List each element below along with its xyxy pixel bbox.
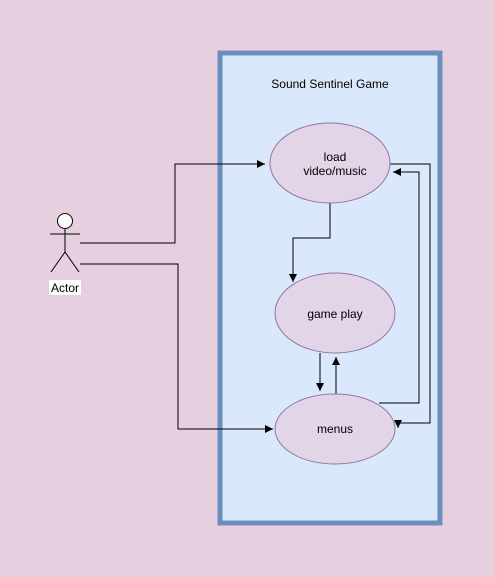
actor-right-leg <box>64 251 80 273</box>
connector-load-to-menus <box>389 163 431 428</box>
usecase-menus-label: menus <box>317 422 353 436</box>
connector-actor-to-menus <box>80 263 273 433</box>
usecase-gameplay-label: game play <box>307 307 362 321</box>
usecase-load-video-music: load video/music <box>269 122 391 204</box>
actor-figure <box>50 213 80 273</box>
connector-actor-to-load <box>80 160 265 244</box>
usecase-menus-ellipse <box>274 393 396 465</box>
usecase-game-play: game play <box>274 272 396 354</box>
usecase-gameplay-ellipse <box>274 272 396 354</box>
connector-menus-to-load <box>379 168 420 404</box>
usecase-load-label-line2: video/music <box>303 164 366 178</box>
actor-head <box>57 213 73 229</box>
actor-label: Actor <box>51 281 79 295</box>
usecase-load-label-line1: load <box>324 150 347 164</box>
actor-left-leg <box>50 251 66 273</box>
actor-label-background <box>49 280 81 295</box>
usecase-load-ellipse <box>269 122 391 204</box>
connector-load-to-gameplay <box>289 203 331 282</box>
usecase-menus: menus <box>274 393 396 465</box>
system-title: Sound Sentinel Game <box>271 77 389 91</box>
